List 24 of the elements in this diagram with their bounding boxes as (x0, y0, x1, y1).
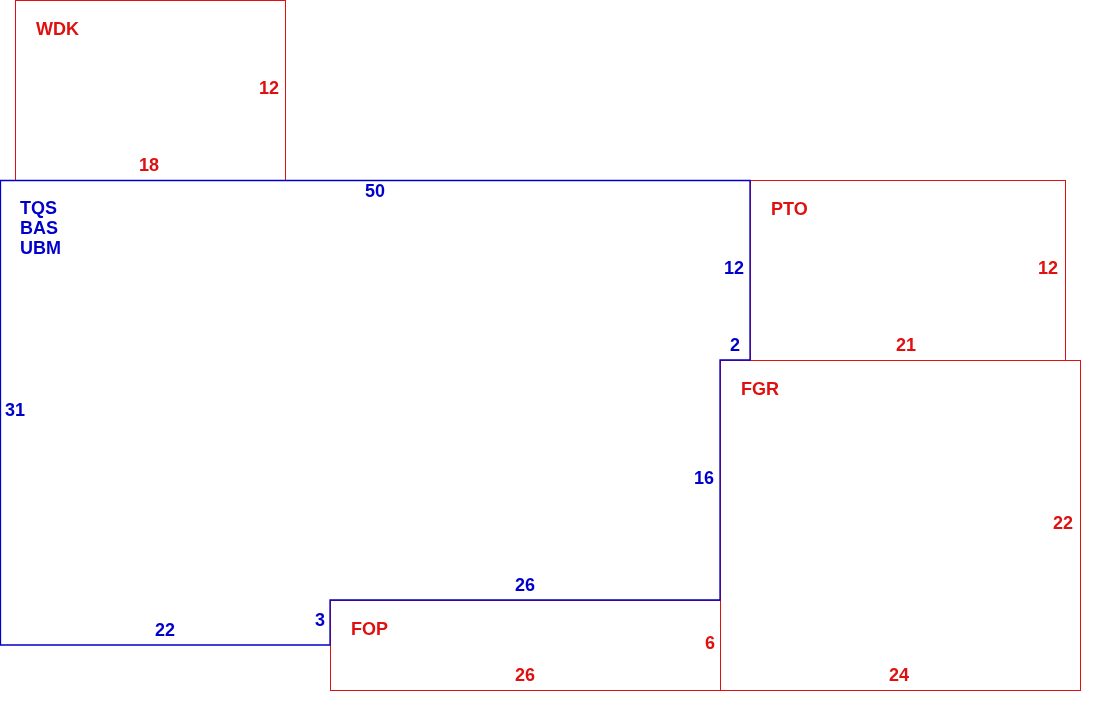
room-name: PTO (771, 199, 809, 219)
dimension-label: 16 (694, 468, 714, 488)
dimension-label: 31 (5, 400, 25, 420)
dimension-label: 26 (515, 665, 535, 685)
dimension-label: 50 (365, 181, 385, 201)
room-outline (15, 0, 286, 181)
dimension-label: 22 (155, 620, 175, 640)
dimension-label: 12 (724, 258, 744, 278)
dimension-label: 26 (515, 575, 535, 595)
dimension-label: 2 (730, 335, 740, 355)
dimension-label: 3 (315, 610, 325, 630)
room-name: FOP (351, 619, 389, 639)
room-name: FGR (741, 379, 780, 399)
room-name: TQS BAS UBM (20, 198, 60, 258)
dimension-label: 24 (889, 665, 909, 685)
room-outline (750, 180, 1066, 361)
dimension-label: 6 (705, 633, 715, 653)
dimension-label: 22 (1053, 513, 1073, 533)
dimension-label: 12 (1038, 258, 1058, 278)
dimension-label: 21 (896, 335, 916, 355)
dimension-label: 12 (259, 78, 279, 98)
dimension-label: 18 (139, 155, 159, 175)
room-outline (330, 600, 721, 691)
room-outline (720, 360, 1081, 691)
